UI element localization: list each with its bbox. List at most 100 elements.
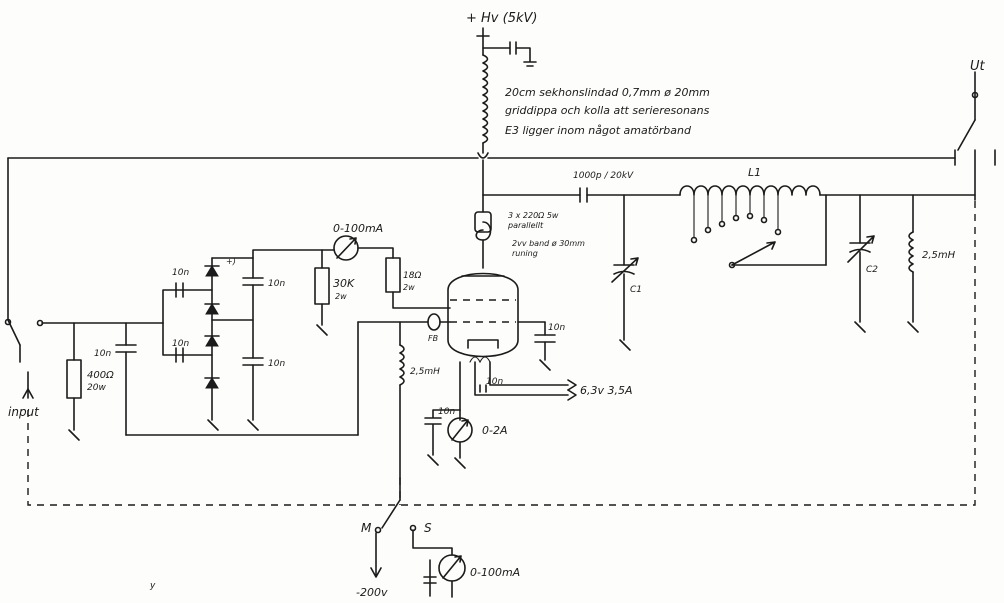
bridge-cap-top xyxy=(175,282,184,298)
neg-bias-arrow xyxy=(370,567,382,578)
bridge-cap-bottom-label: 10n xyxy=(172,339,189,349)
suppressor-note-1: 3 x 220Ω 5w xyxy=(508,211,559,220)
c2-arrow xyxy=(847,235,875,263)
filter-capacitor-top xyxy=(242,277,264,286)
r30k-watt-label: 2w xyxy=(335,292,347,301)
meter-feed-wire xyxy=(252,249,323,259)
mode-switch-m-contact xyxy=(374,526,382,534)
output-relay-contact xyxy=(957,119,976,151)
heater-wire-a xyxy=(474,361,569,396)
bridge-bottom-left xyxy=(162,322,213,356)
filter-cap-bottom-label: 10n xyxy=(268,359,285,369)
rectifier-diodes xyxy=(204,265,220,389)
r18-label: 18Ω xyxy=(403,271,421,281)
tank-coil-l1 xyxy=(679,185,821,196)
load-resistor-label: 400Ω xyxy=(87,370,114,381)
filter-cap-top-label: 10n xyxy=(268,279,285,289)
cathode-cap-ground xyxy=(427,454,439,466)
c1-label: C1 xyxy=(630,285,642,295)
resistor-30k xyxy=(314,267,330,305)
suppressor-coil-note-2: runing xyxy=(512,249,538,258)
screen-bypass-capacitor xyxy=(534,334,556,343)
hv-crossover-hop xyxy=(477,152,489,159)
bridge-top-left xyxy=(162,289,213,324)
diode-polarity-label: +) xyxy=(226,257,236,266)
bridge-cap-bottom xyxy=(175,347,184,363)
bridge-cap-top-label: 10n xyxy=(172,268,189,278)
filter-ground xyxy=(247,419,259,431)
coil-note-line2: griddippa och kolla att serieresonans xyxy=(505,104,710,117)
heater-wire-b xyxy=(489,361,569,386)
bottom-meter-bypass-capacitor xyxy=(423,559,437,597)
coupling-capacitor-1000p xyxy=(579,187,588,203)
parasitic-suppressor-coil xyxy=(475,221,492,241)
power-tube-envelope xyxy=(447,272,519,358)
load-resistor-400 xyxy=(66,359,82,399)
mode-switch-s-wire xyxy=(412,529,453,556)
coil-note-line3: E3 ligger inom något amatörband xyxy=(505,124,692,137)
filament-label: 6,3v 3,5A xyxy=(580,384,633,397)
hv-bypass-capacitor xyxy=(482,41,537,67)
band-switch-wiper xyxy=(731,241,776,266)
ferrite-bead-label: FB xyxy=(428,334,438,343)
c1-ground xyxy=(619,339,631,351)
cathode-meter-label: 0-2A xyxy=(482,424,508,437)
tube-cathode xyxy=(467,339,499,349)
stray-mark: y xyxy=(149,581,156,591)
bottom-meter-needle xyxy=(442,555,462,579)
r18-watt-label: 2w xyxy=(403,283,415,292)
tube-heater xyxy=(469,356,491,364)
c2-ground xyxy=(854,321,866,333)
input-arrow xyxy=(22,388,34,399)
l1-label: L1 xyxy=(748,166,761,179)
load-resistor-ground xyxy=(68,429,80,441)
parasitic-suppressor-resistor xyxy=(474,211,492,233)
l1-taps xyxy=(690,194,782,244)
coil-note-line1: 20cm sekhonslindad 0,7mm ø 20mm xyxy=(505,86,710,99)
safety-choke-label: 2,5mH xyxy=(922,250,956,261)
filter-capacitor-bottom xyxy=(242,357,264,366)
safety-choke-ground xyxy=(907,321,919,333)
screen-cap-ground xyxy=(539,359,551,371)
cathode-cap-label: 10n xyxy=(438,407,455,417)
r30k-ground xyxy=(316,324,328,336)
bottom-meter-label: 0-100mA xyxy=(470,566,520,579)
cathode-bypass-capacitor xyxy=(424,409,461,456)
cathode-meter-needle xyxy=(451,419,469,441)
grid-meter-needle xyxy=(336,237,357,259)
diode-stack-ground xyxy=(207,419,219,431)
hv-label: + Hv (5kV) xyxy=(466,11,537,26)
c2-label: C2 xyxy=(866,265,878,275)
mode-switch-m xyxy=(381,499,401,529)
safety-choke xyxy=(908,231,914,273)
screen-grid-wire xyxy=(392,291,451,309)
relay-control-line xyxy=(27,200,976,506)
coupling-cap-label: 1000p / 20kV xyxy=(573,171,634,181)
ferrite-bead-fb xyxy=(427,313,441,331)
mode-switch-m-label: M xyxy=(361,521,372,535)
bias-rf-choke xyxy=(399,344,405,386)
hv-rf-choke xyxy=(482,54,489,144)
heater-arrow-a xyxy=(567,389,577,401)
input-coupling-capacitor xyxy=(115,344,137,353)
screen-cap-label: 10n xyxy=(548,323,565,333)
c1-variable-capacitor xyxy=(613,264,635,275)
load-resistor-watt-label: 20w xyxy=(87,383,106,393)
output-label: Ut xyxy=(970,59,986,74)
input-cap-label: 10n xyxy=(94,349,111,359)
c1-arrow xyxy=(611,257,639,283)
bias-choke-label: 2,5mH xyxy=(410,367,440,377)
heater-cap-label: 10n xyxy=(486,377,503,387)
mode-switch-s-label: S xyxy=(424,521,432,535)
input-label: input xyxy=(8,405,40,419)
cathode-meter-ground xyxy=(454,457,466,469)
output-terminal xyxy=(971,91,979,99)
grid-meter-label: 0-100mA xyxy=(333,222,383,235)
heater-bypass-capacitor xyxy=(479,384,487,393)
input-relay-pivot xyxy=(4,318,12,326)
resistor-18 xyxy=(385,257,401,293)
neg-bias-label: -200v xyxy=(356,586,388,599)
heater-arrow-b xyxy=(567,379,577,391)
